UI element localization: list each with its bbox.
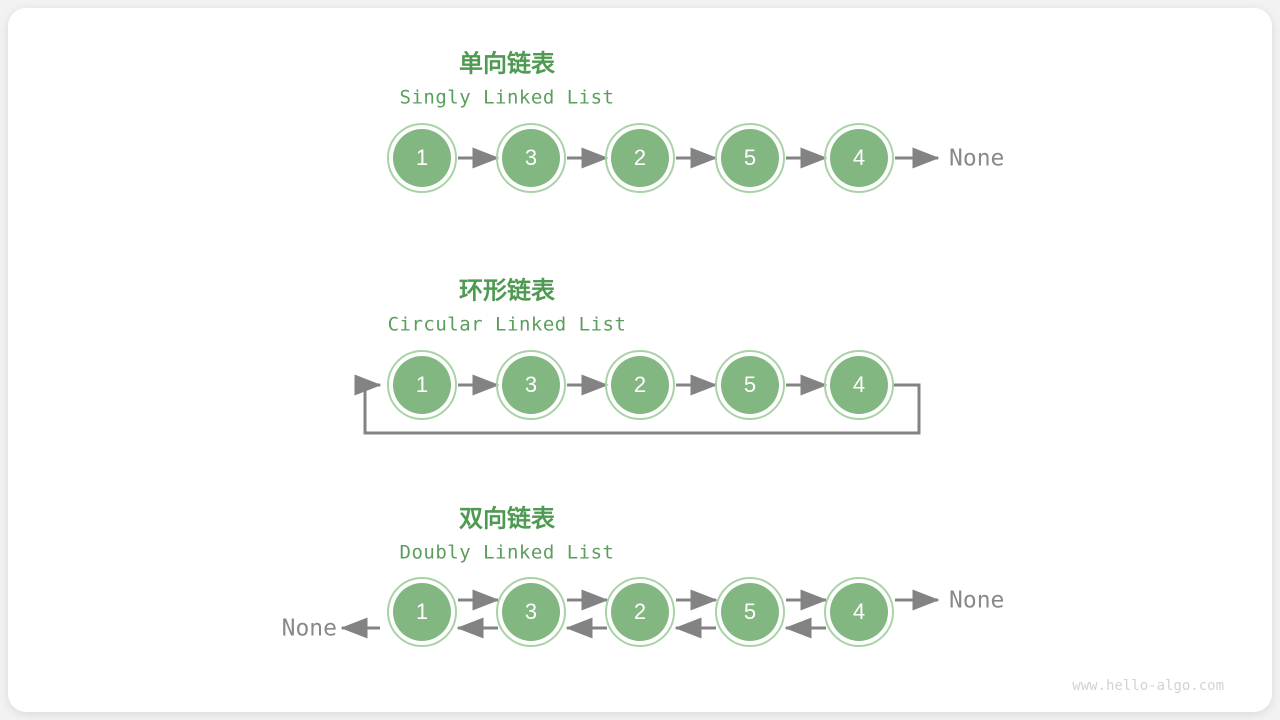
node-label: 5 [744,145,756,170]
doubly-head-none: None [282,616,337,642]
diagram-card: 单向链表 Singly Linked List 1 3 [8,8,1272,712]
singly-node-4: 4 [824,123,894,193]
circular-node-1: 3 [496,350,566,420]
node-label: 2 [634,372,646,397]
singly-node-2: 2 [605,123,675,193]
circular-node-2: 2 [605,350,675,420]
section-title-singly: 单向链表 [459,49,556,77]
doubly-tail-none: None [949,588,1004,614]
doubly-node-3: 5 [715,577,785,647]
node-label: 1 [416,145,428,170]
section-doubly: 双向链表 Doubly Linked List 1 [282,504,1004,647]
section-title-doubly: 双向链表 [459,504,556,532]
node-label: 2 [634,599,646,624]
doubly-node-4: 4 [824,577,894,647]
section-circular: 环形链表 Circular Linked List 1 3 [354,276,921,435]
circular-node-0: 1 [387,350,457,420]
node-label: 4 [853,145,865,170]
singly-tail-none: None [949,146,1004,172]
singly-node-0: 1 [387,123,457,193]
circular-loopback-path [354,374,921,435]
node-label: 5 [744,599,756,624]
node-label: 2 [634,145,646,170]
section-subtitle-circular: Circular Linked List [388,314,627,336]
node-label: 3 [525,599,537,624]
watermark: www.hello-algo.com [1072,678,1224,694]
doubly-node-2: 2 [605,577,675,647]
node-label: 3 [525,372,537,397]
linked-list-diagram: 单向链表 Singly Linked List 1 3 [282,49,1224,694]
section-singly: 单向链表 Singly Linked List 1 3 [387,49,1004,193]
doubly-node-1: 3 [496,577,566,647]
section-subtitle-doubly: Doubly Linked List [400,542,615,564]
circular-node-4: 4 [824,350,894,420]
node-label: 1 [416,599,428,624]
doubly-node-0: 1 [387,577,457,647]
singly-node-3: 5 [715,123,785,193]
section-title-circular: 环形链表 [459,276,556,304]
node-label: 5 [744,372,756,397]
node-label: 4 [853,372,865,397]
node-label: 4 [853,599,865,624]
section-subtitle-singly: Singly Linked List [400,87,615,109]
node-label: 1 [416,372,428,397]
circular-node-3: 5 [715,350,785,420]
node-label: 3 [525,145,537,170]
singly-node-1: 3 [496,123,566,193]
